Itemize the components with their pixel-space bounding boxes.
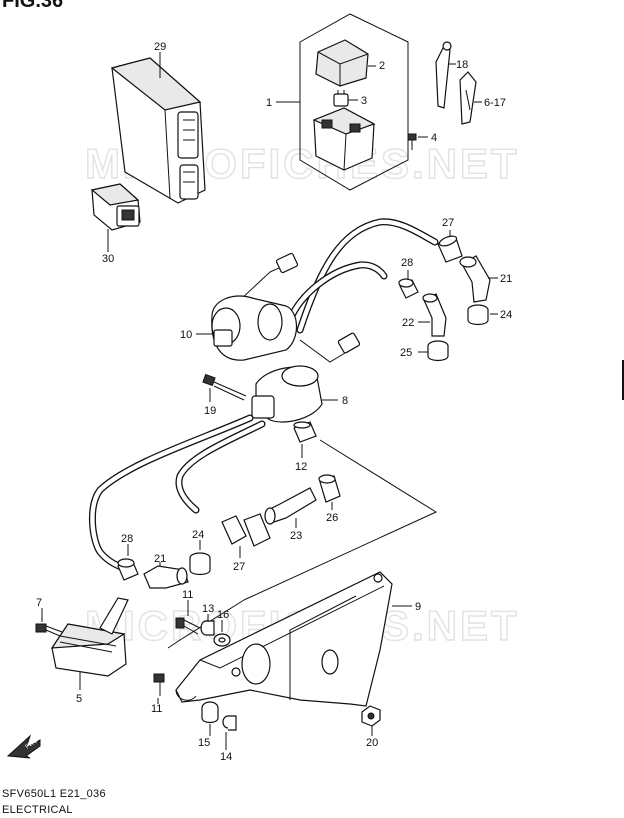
callout-2: 2 <box>379 60 385 72</box>
page-edge-mark <box>622 360 624 400</box>
callout-30: 30 <box>102 253 114 265</box>
callout-23: 23 <box>290 530 302 542</box>
callout-13: 13 <box>202 603 214 615</box>
connector-relay <box>90 183 141 231</box>
callout-5: 5 <box>76 693 82 705</box>
callout-21-lower: 21 <box>154 553 166 565</box>
relay-cap <box>315 39 369 87</box>
callout-27-lower: 27 <box>233 561 245 573</box>
cap-26 <box>318 474 341 503</box>
cap-24-lower <box>189 552 211 576</box>
callout-28-upper: 28 <box>401 257 413 269</box>
callout-1: 1 <box>266 97 272 109</box>
plug-cap-27-lower <box>221 513 271 547</box>
plug-boot-23 <box>264 487 317 525</box>
callout-21-upper: 21 <box>500 273 512 285</box>
screw-4 <box>407 133 417 150</box>
collar-14 <box>222 715 237 731</box>
seal-28-upper <box>398 278 419 299</box>
mounting-bracket <box>175 571 393 707</box>
regulator-rectifier <box>50 597 129 677</box>
callout-4: 4 <box>431 132 437 144</box>
upper-ignition-coil <box>211 218 439 363</box>
pin-12 <box>293 421 317 443</box>
callout-28-lower: 28 <box>121 533 133 545</box>
callout-16: 16 <box>217 609 229 621</box>
collar-13 <box>200 620 215 636</box>
callout-8: 8 <box>342 395 348 407</box>
callout-24-lower: 24 <box>192 529 204 541</box>
bolt-11-lower <box>153 673 165 696</box>
guide-line-upper <box>243 439 438 601</box>
fuse <box>333 90 349 107</box>
callout-24-upper: 24 <box>500 309 512 321</box>
callout-12: 12 <box>295 461 307 473</box>
bolt-7 <box>35 623 63 637</box>
grommet-16 <box>213 633 231 647</box>
nut-20 <box>361 705 381 727</box>
callout-22: 22 <box>402 317 414 329</box>
lower-ignition-coil <box>88 365 323 572</box>
callout-15: 15 <box>198 737 210 749</box>
grommet-25 <box>427 340 449 362</box>
callout-19: 19 <box>204 405 216 417</box>
callout-3: 3 <box>361 95 367 107</box>
bolt-19 <box>202 373 247 401</box>
grommet-15 <box>201 701 219 724</box>
plug-boot-21-lower <box>143 565 189 589</box>
callout-11-lower: 11 <box>151 703 162 715</box>
ecm-unit <box>110 57 206 204</box>
callout-20: 20 <box>366 737 378 749</box>
bolt-11-upper <box>175 617 201 635</box>
callout-26: 26 <box>326 512 338 524</box>
cable-clamp <box>459 71 477 125</box>
callout-6-17: 6-17 <box>484 97 506 109</box>
plug-cap-27-upper <box>437 235 463 263</box>
cable-tie <box>435 41 452 109</box>
cap-24-upper <box>467 304 489 326</box>
footer-section: ELECTRICAL <box>2 804 73 816</box>
guide-line-lower <box>167 599 245 649</box>
callout-7: 7 <box>36 597 42 609</box>
callout-18: 18 <box>456 59 468 71</box>
footer-code: SFV650L1 E21_036 <box>2 788 106 800</box>
plug-boot-22 <box>422 293 447 337</box>
callout-29: 29 <box>154 41 166 53</box>
figure-title: FIG.36 <box>2 0 64 12</box>
starter-relay <box>312 107 376 171</box>
callout-10: 10 <box>180 329 192 341</box>
callout-9: 9 <box>415 601 421 613</box>
callout-27-upper: 27 <box>442 217 454 229</box>
fwd-arrow: FWD <box>6 734 41 759</box>
group-box-1 <box>299 13 409 191</box>
callout-25: 25 <box>400 347 412 359</box>
plug-boot-21-upper <box>459 255 491 303</box>
callout-11-upper: 11 <box>182 589 193 601</box>
seal-28-lower <box>117 558 139 581</box>
callout-14: 14 <box>220 751 232 763</box>
